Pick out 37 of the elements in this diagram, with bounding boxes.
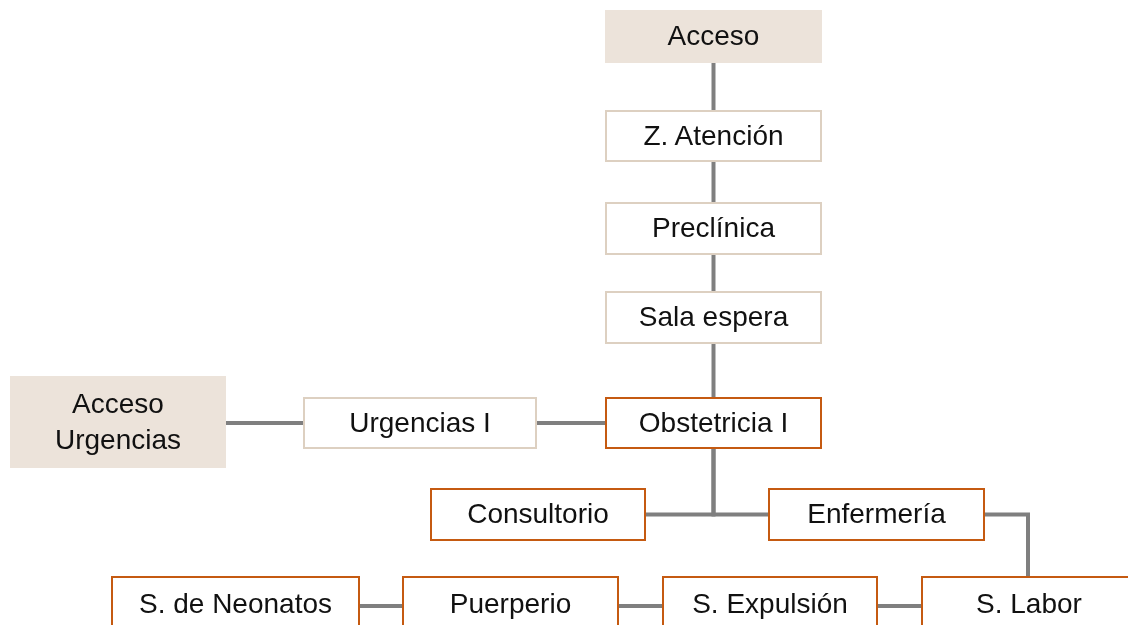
node-label: Acceso Urgencias (53, 386, 183, 457)
area-box (303, 397, 537, 449)
unit-box (111, 576, 360, 625)
node-label: S. de Neonatos (139, 587, 332, 621)
unit-box (662, 576, 878, 625)
node-label: Obstetricia I (638, 405, 789, 440)
node-label: Z. Atención (643, 118, 784, 153)
connector-line (711, 449, 768, 517)
connector-line (711, 344, 716, 397)
entrance-box (605, 10, 822, 63)
node-label: Acceso (667, 19, 760, 54)
entrance-box (10, 376, 226, 468)
area-box (605, 291, 822, 344)
area-box (605, 202, 822, 255)
unit-box (921, 576, 1128, 625)
unit-box (430, 488, 646, 541)
node-label: Sala espera (638, 300, 789, 335)
node-label: Puerperio (449, 587, 572, 621)
unit-box (768, 488, 985, 541)
node-label: Urgencias I (349, 405, 491, 440)
node-label: S. Labor (976, 587, 1082, 621)
node-label: Consultorio (467, 497, 609, 532)
connector-line (711, 255, 716, 291)
unit-box (402, 576, 619, 625)
connector-line (878, 604, 921, 608)
connector-line (537, 421, 605, 425)
connector-line (985, 512, 1030, 576)
connector-line (711, 162, 716, 202)
connector-line (226, 421, 303, 425)
area-box (605, 110, 822, 162)
connector-line (360, 604, 402, 608)
node-label: S. Expulsión (692, 587, 848, 621)
connector-line (619, 604, 662, 608)
node-label: Enfermería (807, 497, 946, 532)
unit-box (605, 397, 822, 449)
node-label: Preclínica (652, 211, 775, 246)
connector-line (711, 63, 716, 110)
